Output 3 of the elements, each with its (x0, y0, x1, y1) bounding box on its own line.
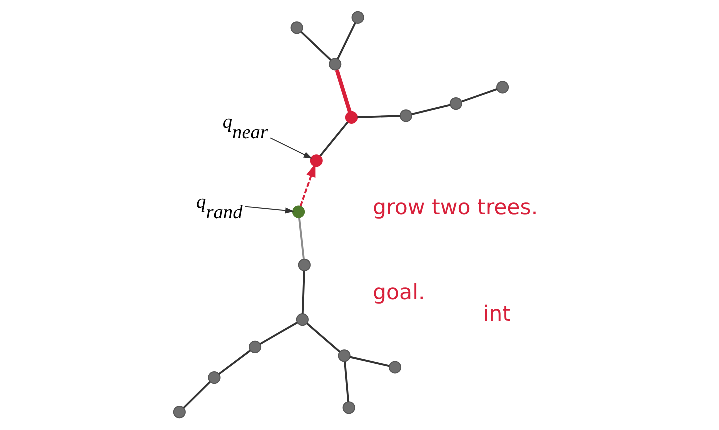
label: goal. (372, 280, 425, 306)
label: grow two trees. (372, 196, 538, 221)
label: int (482, 302, 511, 328)
